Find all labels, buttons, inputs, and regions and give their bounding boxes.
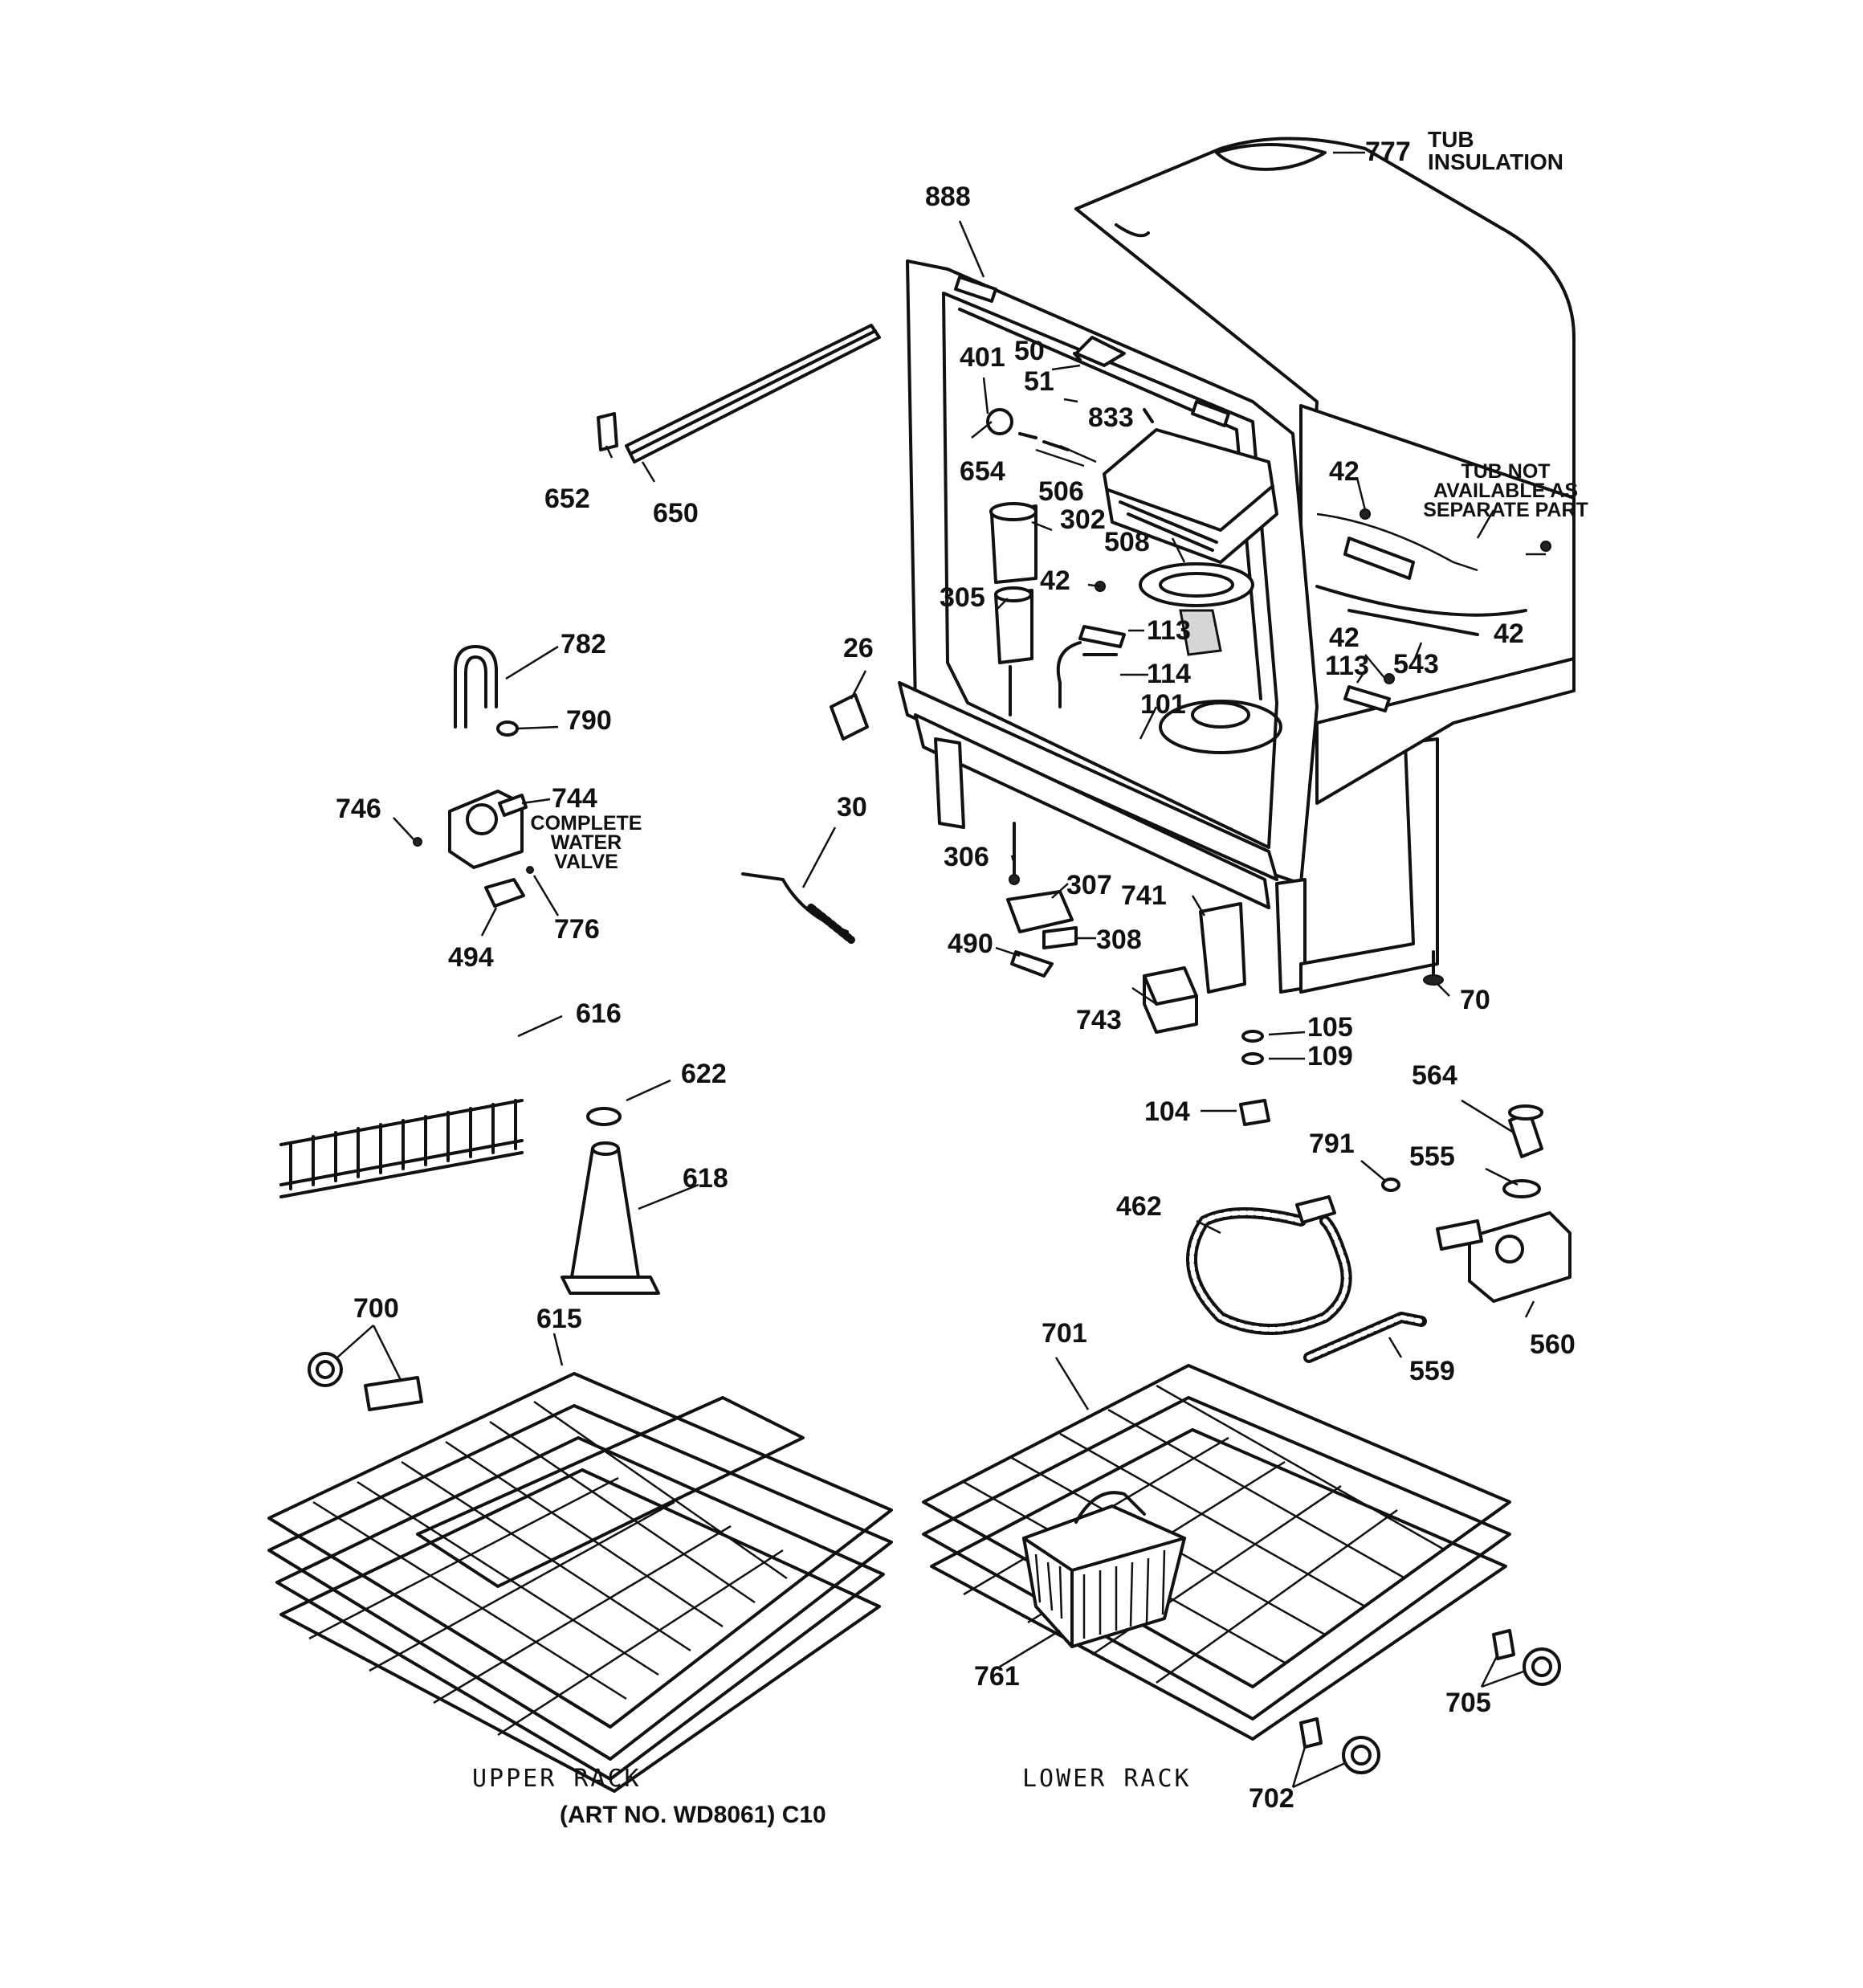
callout-543: 543	[1393, 649, 1439, 680]
art-number: (ART NO. WD8061) C10	[560, 1802, 826, 1828]
callout-622: 622	[681, 1059, 727, 1089]
water-valve-label-line2: WATER	[550, 831, 622, 854]
water-valve-label-line3: VALVE	[554, 851, 618, 873]
callout-618: 618	[683, 1163, 728, 1194]
callout-743: 743	[1076, 1005, 1122, 1035]
callout-702: 702	[1249, 1783, 1294, 1814]
lower-rack-drawing	[922, 1364, 1511, 1741]
leader-lines	[336, 151, 1546, 1789]
callout-494: 494	[448, 942, 494, 973]
callout-306: 306	[944, 842, 989, 872]
callout-744: 744	[552, 783, 597, 814]
callout-113-right: 113	[1325, 651, 1369, 681]
callout-490: 490	[948, 929, 993, 959]
callout-307: 307	[1066, 870, 1112, 900]
callout-791: 791	[1309, 1129, 1355, 1159]
callout-462: 462	[1116, 1191, 1162, 1222]
callout-615: 615	[536, 1304, 582, 1334]
callout-701: 701	[1042, 1318, 1087, 1349]
tub-note-line3: SEPARATE PART	[1423, 499, 1588, 521]
callout-401: 401	[960, 342, 1005, 373]
callout-650: 650	[653, 498, 699, 529]
callout-101: 101	[1140, 689, 1186, 720]
tub-insulation-label-line2: INSULATION	[1428, 149, 1564, 174]
upper-rack-drawing	[267, 1372, 893, 1793]
upper-rack-caption: UPPER RACK	[472, 1765, 642, 1793]
callout-42-far-right: 42	[1494, 618, 1524, 649]
callout-42-upper-right: 42	[1329, 456, 1360, 487]
callout-51: 51	[1024, 366, 1054, 397]
callout-616: 616	[576, 998, 622, 1029]
callout-109: 109	[1307, 1041, 1353, 1072]
callout-42-lower-right: 42	[1329, 623, 1360, 653]
callout-114: 114	[1147, 659, 1191, 689]
callout-26: 26	[843, 633, 874, 663]
callout-559: 559	[1409, 1356, 1455, 1386]
callout-104: 104	[1144, 1096, 1190, 1127]
callout-833: 833	[1088, 402, 1134, 433]
tub-note-line2: AVAILABLE AS	[1433, 480, 1579, 502]
callout-555: 555	[1409, 1141, 1455, 1172]
callout-790: 790	[566, 705, 612, 736]
callout-105: 105	[1307, 1012, 1353, 1043]
callout-42-center: 42	[1040, 565, 1070, 596]
callout-70: 70	[1460, 985, 1490, 1015]
callout-564: 564	[1412, 1060, 1457, 1091]
tub-assembly	[898, 137, 1576, 994]
lower-rack-caption: LOWER RACK	[1022, 1765, 1192, 1793]
tub-insulation-label-line1: TUB	[1428, 127, 1474, 152]
callout-776: 776	[554, 914, 600, 945]
callout-560: 560	[1530, 1329, 1576, 1360]
callout-508: 508	[1104, 527, 1150, 557]
callout-705: 705	[1445, 1688, 1491, 1718]
callout-777: 777	[1365, 137, 1411, 167]
callout-50: 50	[1014, 336, 1045, 366]
callout-305: 305	[940, 582, 985, 613]
callout-746: 746	[336, 794, 381, 824]
small-parts	[279, 324, 1572, 1774]
callout-741: 741	[1121, 880, 1167, 911]
callout-113-center: 113	[1147, 615, 1191, 646]
callout-700: 700	[353, 1293, 399, 1324]
callout-302: 302	[1060, 504, 1106, 535]
callout-308: 308	[1096, 925, 1142, 955]
callout-654: 654	[960, 456, 1005, 487]
callout-506: 506	[1038, 476, 1084, 507]
callout-652: 652	[544, 484, 590, 514]
callout-761: 761	[974, 1661, 1020, 1692]
callout-30: 30	[837, 792, 867, 823]
callout-782: 782	[561, 629, 606, 659]
tub-note-line1: TUB NOT	[1461, 460, 1551, 483]
water-valve-label-line1: COMPLETE	[530, 812, 642, 835]
callout-888: 888	[925, 182, 971, 212]
